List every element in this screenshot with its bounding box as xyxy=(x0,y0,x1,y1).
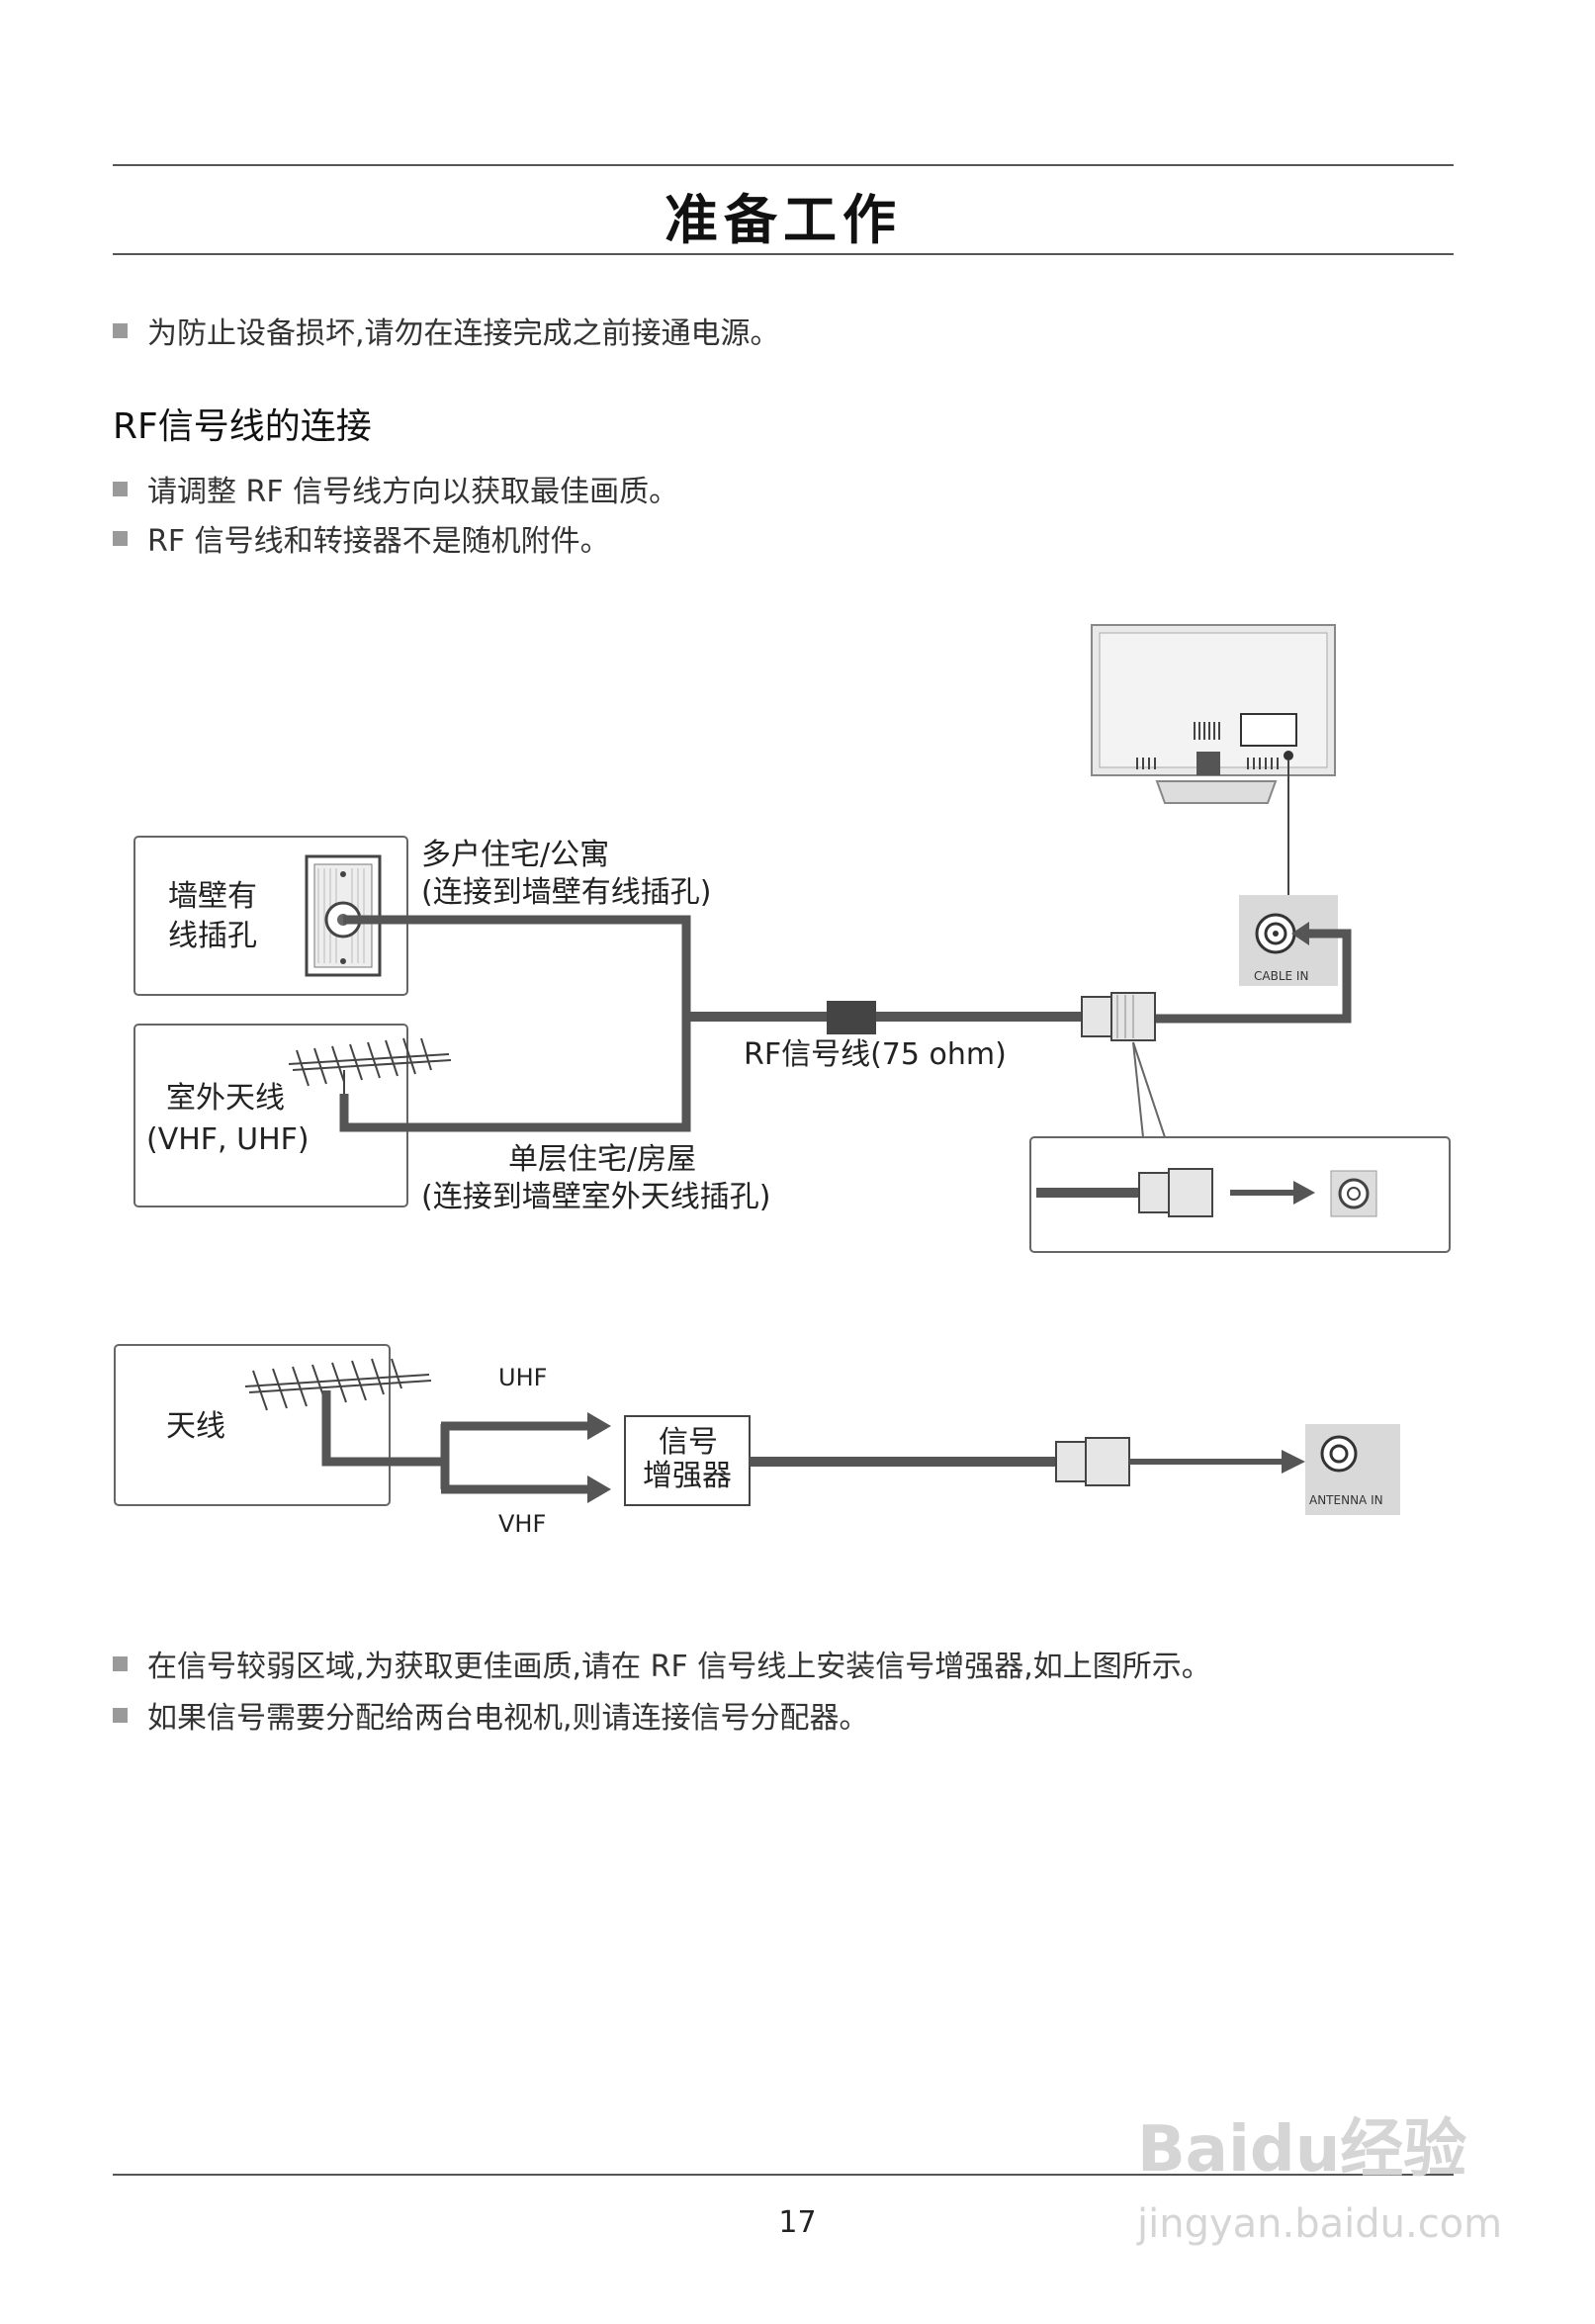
title-rule xyxy=(113,253,1454,255)
note-bottom-2-text: 如果信号需要分配给两台电视机,则请连接信号分配器。 xyxy=(147,1701,869,1736)
tv-back-icon xyxy=(1091,624,1336,804)
bullet-square-icon xyxy=(113,481,128,496)
bullet-square-icon xyxy=(113,1707,128,1723)
apartment-label: 多户住宅/公寓 xyxy=(421,838,610,872)
vhf-label: VHF xyxy=(498,1510,547,1538)
booster-label-2: 增强器 xyxy=(643,1459,732,1493)
top-rule xyxy=(113,164,1454,166)
outdoor-antenna-label-2: (VHF, UHF) xyxy=(146,1122,310,1157)
note-top-2-text: RF 信号线和转接器不是随机附件。 xyxy=(147,524,610,559)
booster-label-1: 信号 xyxy=(659,1425,718,1460)
house-label: 单层住宅/房屋 xyxy=(508,1142,697,1177)
signal-booster-box xyxy=(624,1415,751,1506)
zoom-port-icon xyxy=(1330,1170,1377,1217)
rf-cable-label: RF信号线(75 ohm) xyxy=(744,1037,1007,1072)
antenna-label: 天线 xyxy=(166,1409,225,1444)
uhf-label: UHF xyxy=(498,1364,548,1391)
note-bottom-2: 如果信号需要分配给两台电视机,则请连接信号分配器。 xyxy=(113,1693,869,1737)
antenna-in-label: ANTENNA IN xyxy=(1309,1493,1383,1507)
antenna-in-port-icon xyxy=(1305,1424,1400,1515)
bullet-square-icon xyxy=(113,322,128,338)
section-heading: RF信号线的连接 xyxy=(113,406,372,447)
bullet-square-icon xyxy=(113,530,128,546)
intro-note-text: 为防止设备损坏,请勿在连接完成之前接通电源。 xyxy=(147,316,780,351)
arrow-right-icon xyxy=(1282,1450,1305,1474)
house-sub-label: (连接到墙壁室外天线插孔) xyxy=(421,1180,771,1214)
cable-in-port-icon xyxy=(1239,895,1338,986)
intro-note: 为防止设备损坏,请勿在连接完成之前接通电源。 xyxy=(113,309,780,352)
zoom-connector-icon xyxy=(1138,1168,1213,1217)
outdoor-antenna-label-1: 室外天线 xyxy=(166,1081,285,1116)
antenna-icon xyxy=(244,1358,432,1411)
rf-connector-icon xyxy=(1055,1437,1130,1486)
note-bottom-1: 在信号较弱区域,为获取更佳画质,请在 RF 信号线上安装信号增强器,如上图所示。 xyxy=(113,1642,1211,1685)
antenna-icon xyxy=(288,1037,452,1100)
page-number: 17 xyxy=(778,2205,817,2240)
cable-in-label: CABLE IN xyxy=(1254,969,1309,983)
cable-ferrite xyxy=(827,1001,876,1034)
footer-rule xyxy=(113,2174,1454,2176)
note-top-2: RF 信号线和转接器不是随机附件。 xyxy=(113,516,610,560)
bullet-square-icon xyxy=(113,1655,128,1671)
note-top-1: 请调整 RF 信号线方向以获取最佳画质。 xyxy=(113,467,678,510)
note-bottom-1-text: 在信号较弱区域,为获取更佳画质,请在 RF 信号线上安装信号增强器,如上图所示。 xyxy=(147,1650,1211,1684)
watermark-brand: Baidu经验 xyxy=(1137,2113,1467,2187)
rf-connector-icon xyxy=(1081,992,1156,1041)
arrow-right-icon xyxy=(1293,1181,1315,1205)
arrow-right-icon xyxy=(587,1412,611,1440)
wall-jack-label-1: 墙壁有 xyxy=(168,879,257,914)
watermark-url: jingyan.baidu.com xyxy=(1137,2201,1503,2247)
arrow-right-icon xyxy=(587,1475,611,1503)
antenna-box xyxy=(114,1344,391,1506)
note-top-1-text: 请调整 RF 信号线方向以获取最佳画质。 xyxy=(147,475,679,509)
wall-jack-label-2: 线插孔 xyxy=(168,919,257,953)
page-title: 准备工作 xyxy=(665,189,902,251)
apartment-sub-label: (连接到墙壁有线插孔) xyxy=(421,875,712,910)
